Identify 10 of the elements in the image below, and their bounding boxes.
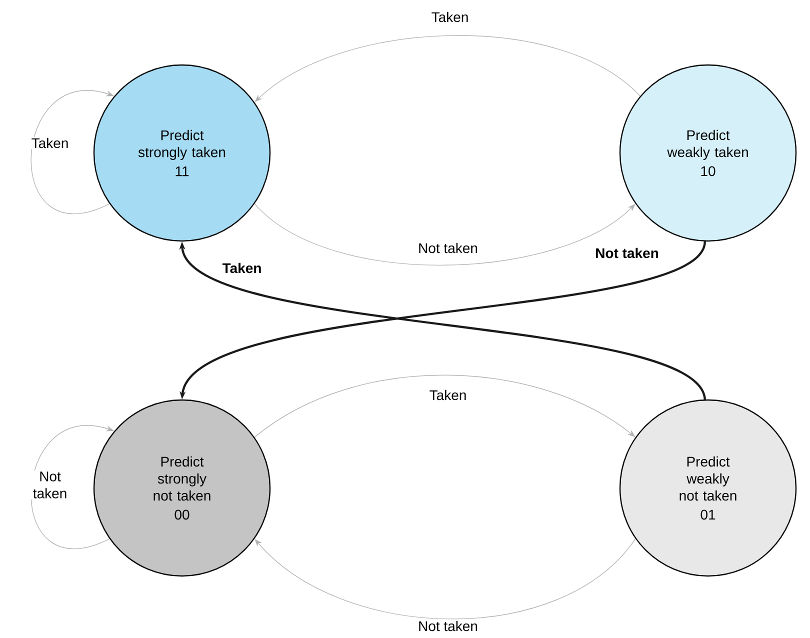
edge-label: Not taken [26,470,74,500]
edge-label: Taken [430,10,470,24]
arrow [254,538,636,620]
edge-label: Taken [30,136,70,150]
edge-label: Not taken [594,246,660,260]
edge-label: Taken [428,388,468,402]
edge-label: Not taken [417,242,479,254]
edge-label: Not taken [417,620,479,632]
arrow [254,203,636,266]
edge-label: Taken [221,262,263,274]
